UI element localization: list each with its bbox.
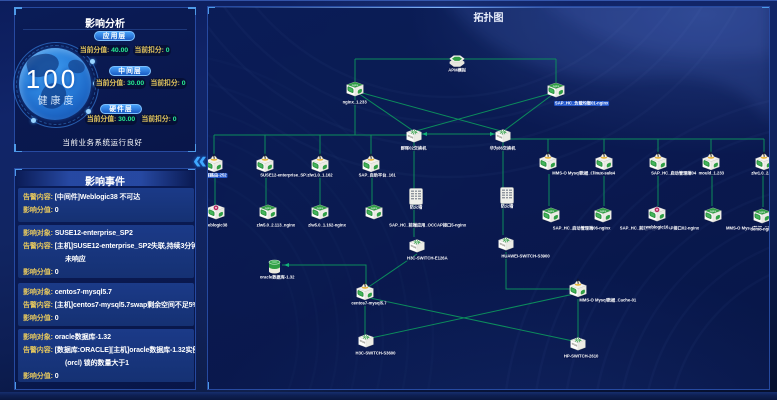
svg-text:nginx: nginx — [553, 84, 560, 88]
svg-text:nginx: nginx — [317, 206, 324, 210]
svg-text:nginx: nginx — [352, 83, 359, 87]
svg-text:nginx: nginx — [710, 209, 717, 213]
svg-text:nginx: nginx — [265, 206, 272, 210]
svg-text:nginx: nginx — [371, 206, 378, 210]
svg-text:nginx: nginx — [548, 209, 555, 213]
svg-text:nginx: nginx — [600, 209, 607, 213]
svg-text:nginx: nginx — [759, 210, 766, 214]
